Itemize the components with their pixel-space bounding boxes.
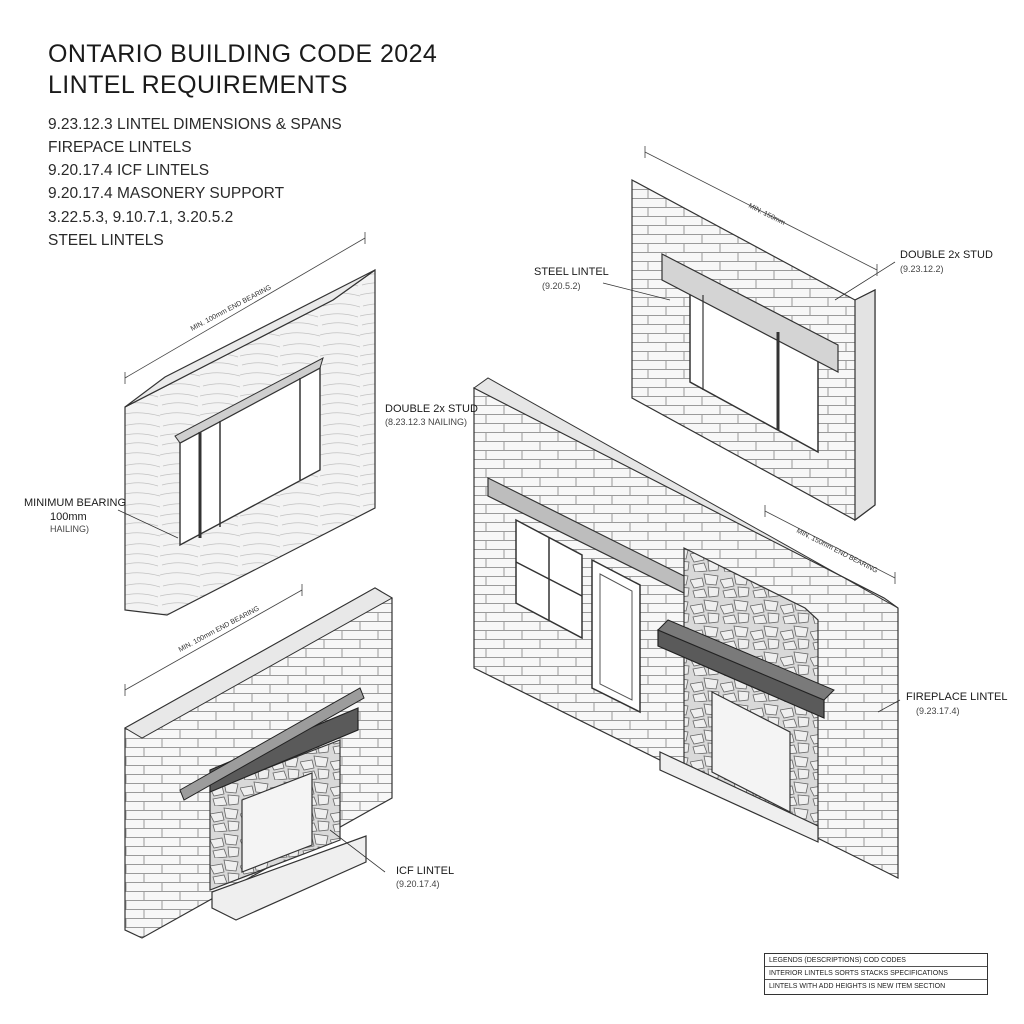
callout-fireplace-lintel-title: FIREPLACE LINTEL bbox=[906, 691, 1008, 703]
callout-icf-lintel-ref: (9.20.17.4) bbox=[396, 879, 440, 889]
reference-item: 3.22.5.3, 9.10.7.1, 3.20.5.2 bbox=[48, 209, 234, 226]
callout-minimum-bearing-title: MINIMUM BEARING bbox=[24, 497, 127, 509]
legend-row: INTERIOR LINTELS SORTS STACKS SPECIFICAT… bbox=[765, 967, 987, 980]
reference-item: 9.23.12.3 LINTEL DIMENSIONS & SPANS bbox=[48, 116, 342, 133]
callout-fireplace-lintel-ref: (9.23.17.4) bbox=[916, 706, 960, 716]
reference-item: 9.20.17.4 ICF LINTELS bbox=[48, 162, 210, 179]
dimension-masonry-top: MIN. 150mm bbox=[747, 203, 786, 228]
masonry-steel-lintel-wall bbox=[602, 146, 896, 522]
legend-row: LEGENDS (DESCRIPTIONS) COD CODES bbox=[765, 954, 987, 967]
callout-double-stud-mid-title: DOUBLE 2x STUD bbox=[385, 403, 478, 415]
fireplace-brick-wall bbox=[473, 377, 901, 879]
dimension-wood-wall: MIN. 100mm END BEARING bbox=[190, 284, 273, 333]
callout-double-stud-right-ref: (9.23.12.2) bbox=[900, 264, 944, 274]
reference-item: 9.20.17.4 MASONERY SUPPORT bbox=[48, 185, 285, 202]
wood-frame-wall bbox=[117, 232, 376, 616]
reference-item: FIREPACE LINTELS bbox=[48, 139, 192, 156]
legend-row: LINTELS WITH ADD HEIGHTS IS NEW ITEM SEC… bbox=[769, 983, 946, 990]
callout-double-stud-mid-ref: (8.23.12.3 NAILING) bbox=[385, 417, 468, 427]
callout-double-stud-right-title: DOUBLE 2x STUD bbox=[900, 249, 993, 261]
callout-minimum-bearing-note: HAILING) bbox=[50, 524, 90, 534]
callout-icf-lintel-title: ICF LINTEL bbox=[396, 865, 455, 877]
callout-steel-lintel-title: STEEL LINTEL bbox=[534, 266, 609, 278]
dimension-icf-wall: MIN. 100mm END BEARING bbox=[178, 605, 261, 654]
icf-block-wall bbox=[123, 584, 394, 939]
reference-item: STEEL LINTELS bbox=[48, 232, 164, 249]
callout-minimum-bearing-value: 100mm bbox=[50, 511, 87, 523]
page-title: ONTARIO BUILDING CODE 2024 bbox=[48, 40, 438, 68]
page-subtitle: LINTEL REQUIREMENTS bbox=[48, 71, 348, 99]
callout-steel-lintel-ref: (9.20.5.2) bbox=[542, 281, 581, 291]
legend-table: LEGENDS (DESCRIPTIONS) COD CODES INTERIO… bbox=[764, 953, 988, 995]
